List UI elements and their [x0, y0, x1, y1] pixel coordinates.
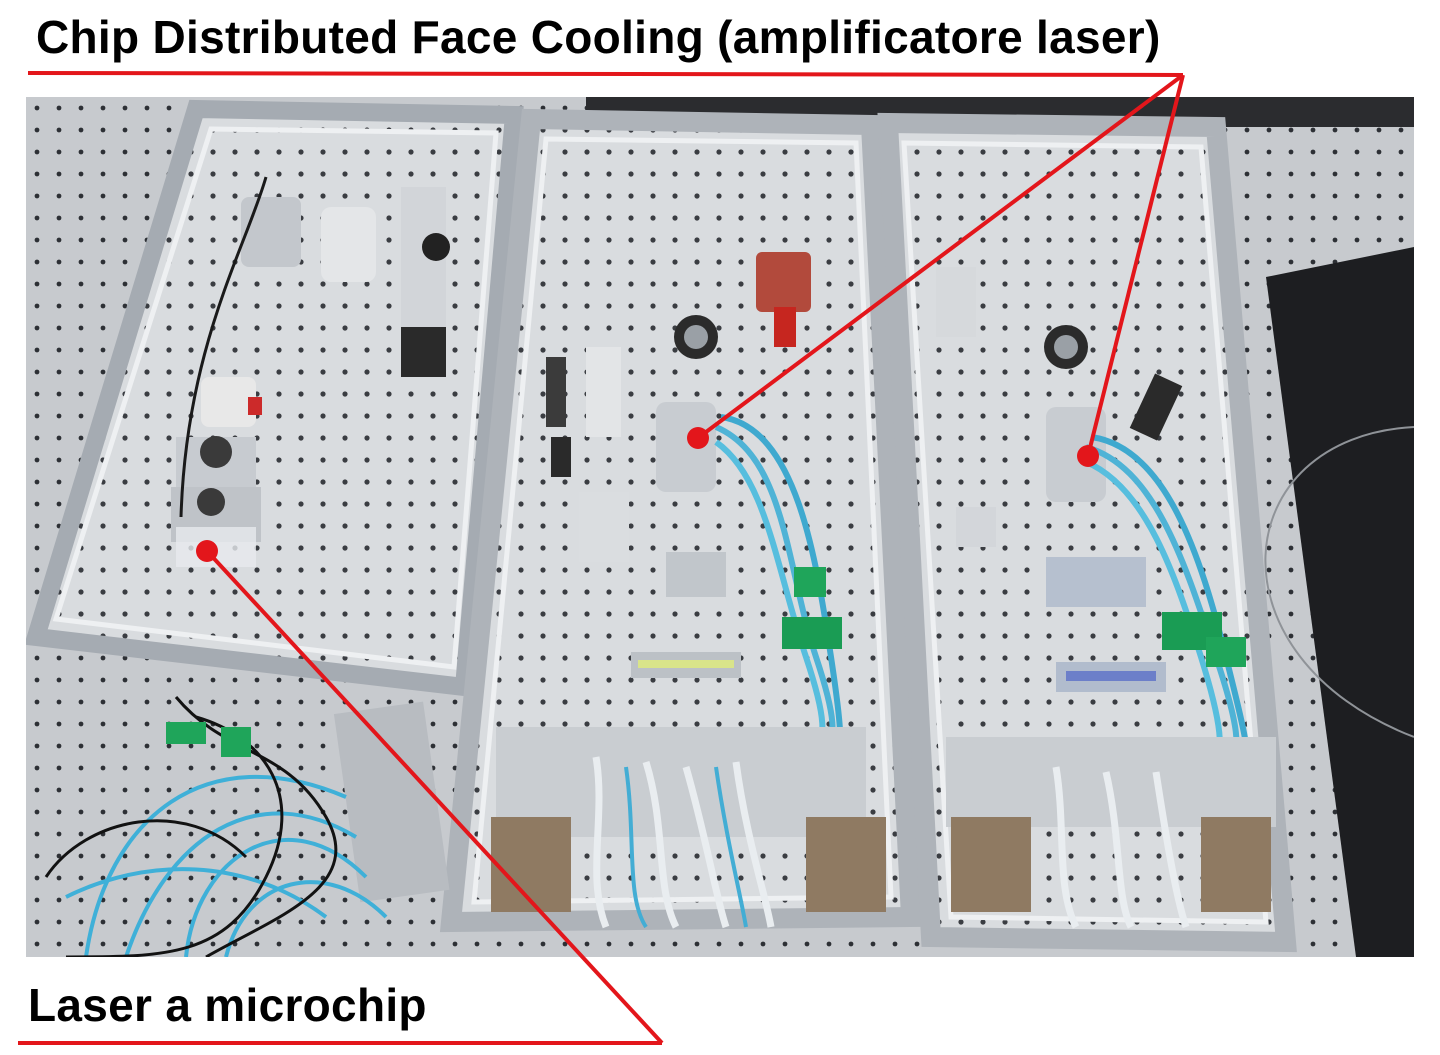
title-pointer-left	[696, 73, 1185, 440]
amplifier-marker-right	[1077, 445, 1099, 467]
cable-bundle	[44, 696, 450, 957]
middle-enclosure	[439, 108, 922, 933]
figure-title: Chip Distributed Face Cooling (amplifica…	[36, 11, 1161, 63]
caption-pointer	[205, 549, 664, 1045]
amplifier-marker-left	[687, 427, 709, 449]
left-enclosure	[26, 99, 524, 698]
figure-caption: Laser a microchip	[28, 979, 427, 1031]
laser-setup-photo	[26, 97, 1414, 957]
right-enclosure	[877, 112, 1414, 953]
title-pointer-right	[1086, 74, 1185, 457]
title-underline	[27, 71, 1184, 77]
